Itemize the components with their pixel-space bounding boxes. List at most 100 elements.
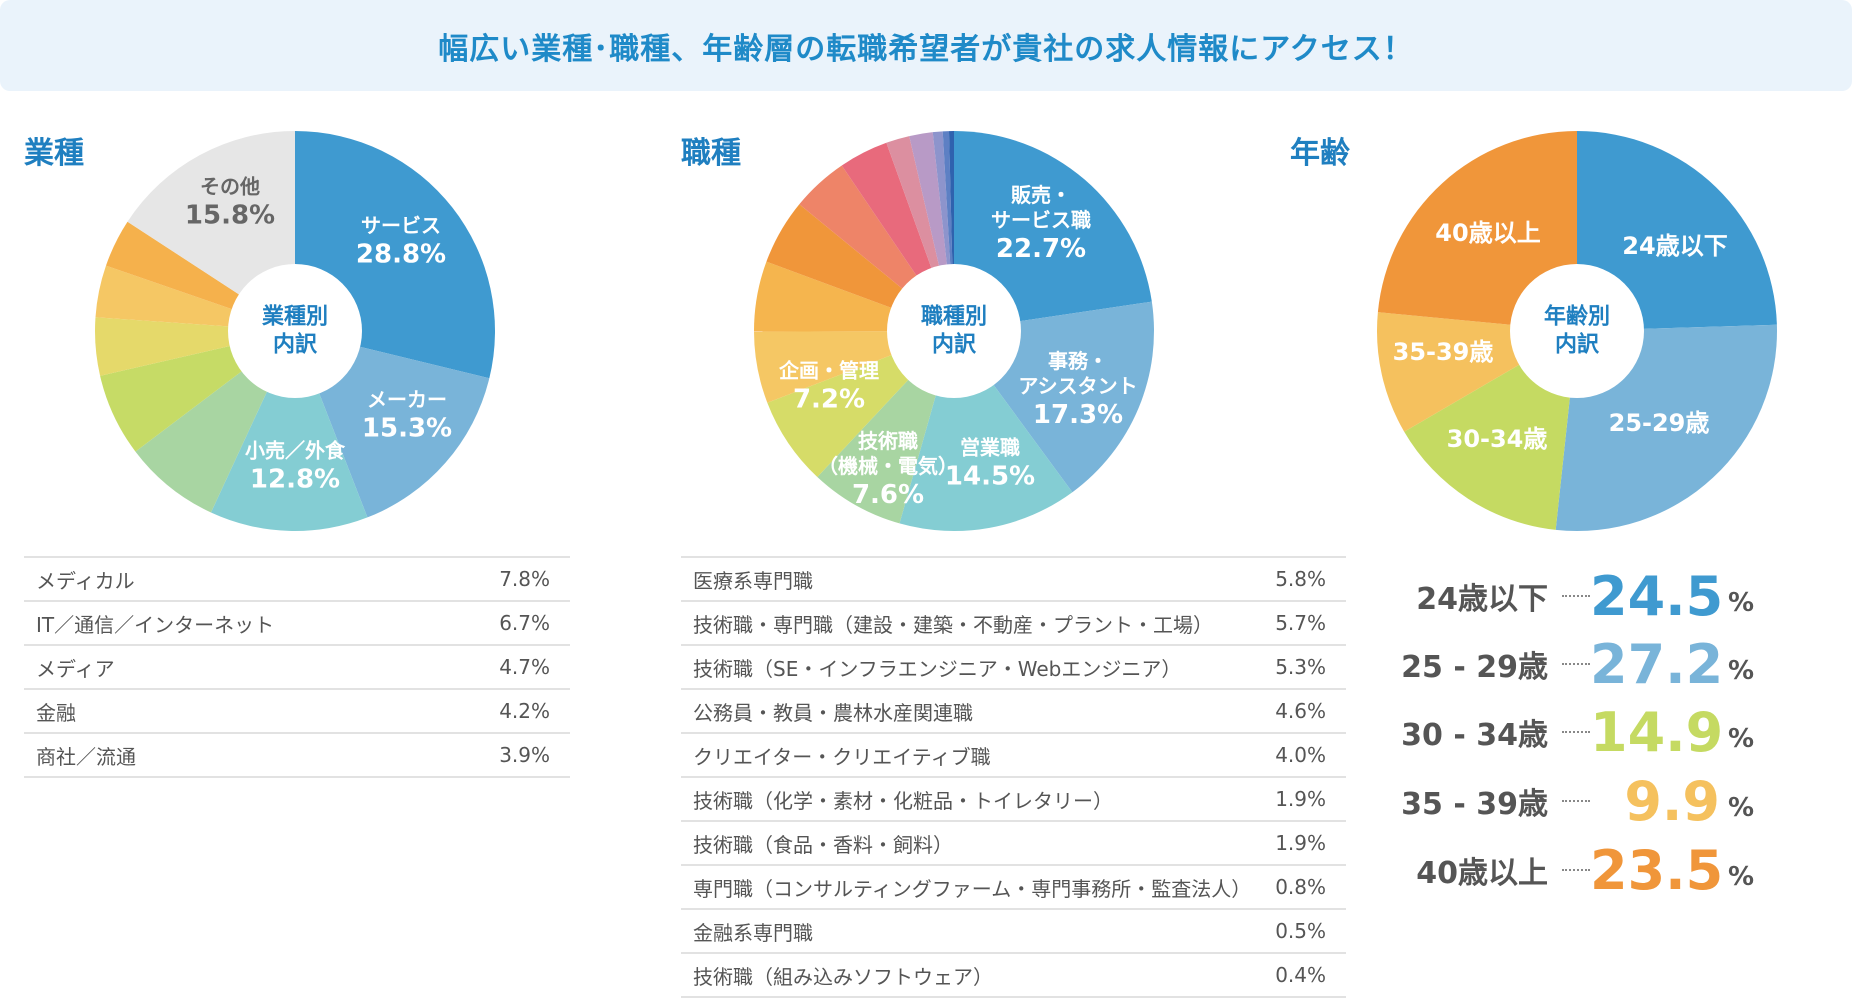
industry-center-label: 業種別内訳: [261, 304, 329, 358]
slice-label-40: 40歳以上: [1435, 219, 1541, 247]
pie-center-hole: [1510, 264, 1644, 398]
job-pie: [754, 131, 1154, 531]
table-row: 技術職（食品・香料・飼料）1.9%: [681, 821, 1347, 866]
row-value: 4.7%: [438, 645, 570, 690]
job-title: 職種: [681, 136, 741, 171]
slice-label-tech-machine: 技術職（機械・電気）7.6%: [818, 428, 958, 510]
percent-sign: %: [1728, 793, 1755, 823]
percent-sign: %: [1728, 862, 1755, 892]
age-value: 14.9: [1590, 700, 1724, 764]
age-pie: [1377, 131, 1777, 531]
row-label: メディカル: [24, 556, 439, 602]
pie-center-hole: [887, 264, 1021, 398]
row-value: 4.6%: [1263, 689, 1347, 734]
row-value: 1.9%: [1263, 777, 1347, 822]
slice-label-25: 25-29歳: [1608, 409, 1710, 437]
row-value: 4.2%: [438, 689, 570, 734]
row-value: 0.4%: [1263, 953, 1347, 998]
table-row: 技術職（SE・インフラエンジニア・Webエンジニア）5.3%: [681, 645, 1347, 690]
row-value: 1.9%: [1263, 821, 1347, 866]
pie-slice: [1377, 131, 1577, 331]
age-list-item: 25 - 29歳 27.2%: [1400, 632, 1760, 696]
leader-dots: [1562, 869, 1590, 871]
row-label: 技術職（化学・素材・化粧品・トイレタリー）: [681, 777, 1264, 822]
age-center-label: 年齢別内訳: [1543, 304, 1611, 358]
row-value: 5.3%: [1263, 645, 1347, 690]
age-label: 24歳以下: [1416, 582, 1548, 617]
percent-sign: %: [1728, 588, 1755, 618]
age-label: 30 - 34歳: [1401, 718, 1548, 753]
row-label: 商社／流通: [24, 733, 439, 778]
header-banner: 幅広い業種･職種、年齢層の転職希望者が貴社の求人情報にアクセス！: [0, 0, 1852, 91]
pie-slice: [1577, 131, 1777, 331]
row-value: 0.8%: [1263, 865, 1347, 910]
slice-label-35: 35-39歳: [1392, 338, 1494, 366]
age-value: 9.9: [1624, 769, 1720, 833]
row-label: 金融系専門職: [681, 909, 1264, 954]
pie-slice: [295, 331, 490, 518]
pie-slice: [210, 331, 368, 531]
row-value: 5.8%: [1263, 556, 1347, 602]
row-label: IT／通信／インターネット: [24, 601, 439, 646]
row-value: 7.8%: [438, 556, 570, 602]
industry-pie: [95, 131, 496, 531]
leader-dots: [1562, 731, 1590, 733]
percent-sign: %: [1728, 656, 1755, 686]
leader-dots: [1562, 663, 1590, 665]
job-center-label: 職種別内訳: [920, 304, 988, 358]
age-list-item: 40歳以上 23.5%: [1400, 838, 1760, 902]
slice-label-30: 30-34歳: [1446, 425, 1548, 453]
age-list-item: 24歳以下 24.5%: [1400, 564, 1760, 628]
row-label: 金融: [24, 689, 439, 734]
table-row: 技術職（組み込みソフトウェア）0.4%: [681, 953, 1347, 998]
row-value: 3.9%: [438, 733, 570, 778]
industry-title: 業種: [24, 136, 84, 171]
age-label: 35 - 39歳: [1401, 787, 1548, 822]
leader-dots: [1562, 800, 1590, 802]
percent-sign: %: [1728, 724, 1755, 754]
leader-dots: [1562, 595, 1590, 597]
slice-label-24: 24歳以下: [1622, 232, 1728, 260]
row-label: 技術職（組み込みソフトウェア）: [681, 953, 1264, 998]
header-title: 幅広い業種･職種、年齢層の転職希望者が貴社の求人情報にアクセス！: [438, 31, 1414, 67]
age-title: 年齢: [1290, 136, 1350, 171]
row-label: 医療系専門職: [681, 556, 1264, 602]
table-row: 技術職・専門職（建設・建築・不動産・プラント・工場）5.7%: [681, 601, 1347, 646]
row-label: 技術職・専門職（建設・建築・不動産・プラント・工場）: [681, 601, 1264, 646]
row-label: 技術職（SE・インフラエンジニア・Webエンジニア）: [681, 645, 1264, 690]
age-value: 27.2: [1590, 632, 1724, 696]
age-value: 23.5: [1590, 838, 1724, 902]
age-list-item: 30 - 34歳 14.9%: [1400, 700, 1760, 764]
pie-slice: [954, 131, 1152, 331]
row-value: 4.0%: [1263, 733, 1347, 778]
age-label: 40歳以上: [1416, 856, 1548, 891]
row-label: 専門職（コンサルティングファーム・専門事務所・監査法人）: [681, 865, 1264, 910]
row-label: メディア: [24, 645, 439, 690]
row-label: 公務員・教員・農林水産関連職: [681, 689, 1264, 734]
age-list-item: 35 - 39歳 9.9%: [1400, 769, 1760, 833]
row-value: 5.7%: [1263, 601, 1347, 646]
age-label: 25 - 29歳: [1401, 650, 1548, 685]
row-value: 6.7%: [438, 601, 570, 646]
row-value: 0.5%: [1263, 909, 1347, 954]
age-value: 24.5: [1590, 564, 1724, 628]
pie-center-hole: [228, 264, 362, 398]
row-label: 技術職（食品・香料・飼料）: [681, 821, 1264, 866]
